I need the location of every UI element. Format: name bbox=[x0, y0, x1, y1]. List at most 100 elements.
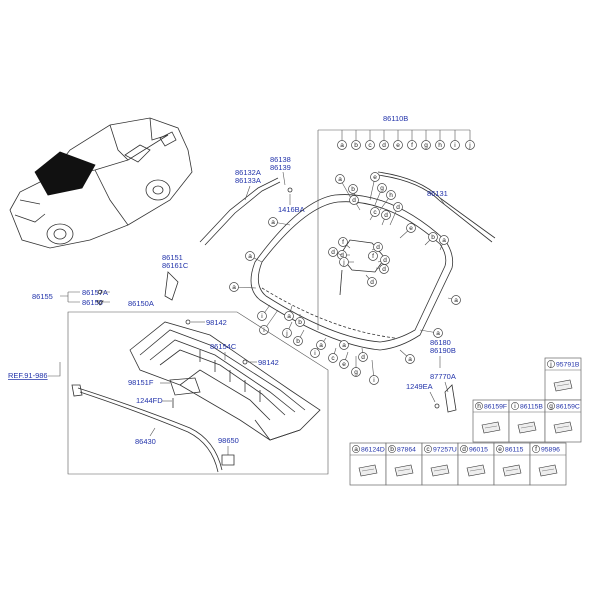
callout-glass-21-a: a bbox=[268, 217, 278, 227]
callout-glass-12-f: f bbox=[338, 237, 348, 247]
callout-glass-34-e: e bbox=[339, 359, 349, 369]
svg-text:c: c bbox=[373, 209, 377, 216]
legend-part-sketch bbox=[553, 379, 573, 392]
callout-glass-3-e: e bbox=[370, 172, 380, 182]
svg-text:d: d bbox=[396, 204, 400, 211]
legend-part-number: 86124D bbox=[361, 447, 385, 454]
callout-glass-35-g: g bbox=[351, 367, 361, 377]
callout-glass-4-g: g bbox=[377, 183, 387, 193]
callout-glass-9-e: e bbox=[406, 223, 416, 233]
callout-glass-38-a: a bbox=[405, 354, 415, 364]
callout-glass-31-a: a bbox=[316, 340, 326, 350]
svg-text:f: f bbox=[342, 239, 344, 246]
legend-letter: c bbox=[426, 446, 430, 453]
svg-text:d: d bbox=[382, 266, 386, 273]
label-86150A: 86150A bbox=[128, 299, 154, 308]
label-1249EA: 1249EA bbox=[406, 382, 433, 391]
callout-top-f: f bbox=[407, 140, 417, 150]
legend-letter: f bbox=[535, 446, 537, 453]
label-86157A: 86157A bbox=[82, 288, 108, 297]
callout-glass-7-d: d bbox=[381, 210, 391, 220]
svg-text:e: e bbox=[342, 361, 346, 368]
svg-text:i: i bbox=[454, 142, 455, 149]
label-98650: 98650 bbox=[218, 436, 239, 445]
callout-glass-6-c: c bbox=[370, 207, 380, 217]
legend-letter: a bbox=[354, 446, 358, 453]
label-86133A: 86133A bbox=[235, 176, 261, 185]
callout-top-c: c bbox=[365, 140, 375, 150]
callout-glass-18-d: d bbox=[380, 255, 390, 265]
callout-glass-8-d: d bbox=[393, 202, 403, 212]
svg-text:a: a bbox=[319, 342, 323, 349]
legend-part-number: 95791B bbox=[556, 362, 580, 369]
svg-text:d: d bbox=[352, 197, 356, 204]
legend-part-number: 95896 bbox=[541, 447, 560, 454]
right-side-labels: 86180 86190B 87770A 1249EA bbox=[406, 338, 457, 413]
callout-glass-29-b: b bbox=[293, 336, 303, 346]
legend-letter: i bbox=[514, 403, 515, 410]
label-86180: 86180 bbox=[430, 338, 451, 347]
label-1416BA: 1416BA bbox=[278, 205, 305, 214]
svg-text:d: d bbox=[361, 354, 365, 361]
legend-part-number: 86115B bbox=[520, 404, 543, 411]
callout-glass-14-j: j bbox=[339, 257, 349, 267]
callout-glass-11-a: a bbox=[439, 235, 449, 245]
windshield-highlight bbox=[34, 151, 96, 196]
cowl-box bbox=[67, 311, 329, 475]
svg-text:c: c bbox=[368, 142, 372, 149]
callout-glass-17-f: f bbox=[368, 251, 378, 261]
svg-text:a: a bbox=[408, 356, 412, 363]
svg-text:g: g bbox=[354, 369, 358, 376]
svg-text:a: a bbox=[442, 237, 446, 244]
legend-part-sketch bbox=[466, 464, 486, 477]
moulding-86131: 86131 bbox=[377, 171, 496, 243]
callout-glass-40-a: a bbox=[451, 295, 461, 305]
legend-letter: h bbox=[477, 403, 481, 410]
callout-glass-1-b: b bbox=[348, 184, 358, 194]
callout-top-d: d bbox=[379, 140, 389, 150]
svg-text:a: a bbox=[248, 253, 252, 260]
svg-text:c: c bbox=[331, 355, 335, 362]
legend-part-number: 97257U bbox=[433, 447, 457, 454]
callout-top-h: h bbox=[435, 140, 445, 150]
legend-letter: g bbox=[549, 403, 553, 410]
legend-part-number: 96015 bbox=[469, 447, 488, 454]
ref-link-91-986[interactable]: REF.91-986 bbox=[8, 371, 48, 380]
callout-glass-5-h: h bbox=[386, 190, 396, 200]
legend-letter: b bbox=[390, 446, 394, 453]
label-86156: 86156 bbox=[82, 298, 103, 307]
legend-part-sketch bbox=[358, 464, 378, 477]
svg-text:j: j bbox=[342, 259, 344, 266]
label-87770A: 87770A bbox=[430, 372, 456, 381]
legend-part-sketch bbox=[553, 421, 573, 434]
label-86131: 86131 bbox=[427, 189, 448, 198]
svg-text:b: b bbox=[351, 186, 355, 193]
legend-cell-95896: f 95896 bbox=[529, 442, 567, 486]
label-1244FD: 1244FD bbox=[136, 396, 163, 405]
svg-text:f: f bbox=[411, 142, 413, 149]
svg-text:i: i bbox=[261, 313, 262, 320]
label-98142-a: 98142 bbox=[206, 318, 227, 327]
svg-text:i: i bbox=[373, 377, 374, 384]
label-86430: 86430 bbox=[135, 437, 156, 446]
svg-text:g: g bbox=[424, 142, 428, 149]
cowl-labels: 86151 86161C 86155 86157A 86156 86150A bbox=[32, 253, 189, 308]
wiper-trim: 86430 98650 bbox=[71, 384, 239, 473]
svg-text:g: g bbox=[380, 185, 384, 192]
callout-glass-26-a: a bbox=[284, 311, 294, 321]
windshield-glass bbox=[250, 194, 454, 351]
callout-glass-27-b: b bbox=[295, 317, 305, 327]
legend-letter: e bbox=[498, 446, 502, 453]
legend-part-number: 86159C bbox=[556, 404, 580, 411]
svg-text:f: f bbox=[372, 253, 374, 260]
callout-glass-19-d: d bbox=[379, 264, 389, 274]
side-moulding: 86138 86139 86132A 86133A 1416BA bbox=[199, 155, 305, 246]
svg-text:b: b bbox=[354, 142, 358, 149]
